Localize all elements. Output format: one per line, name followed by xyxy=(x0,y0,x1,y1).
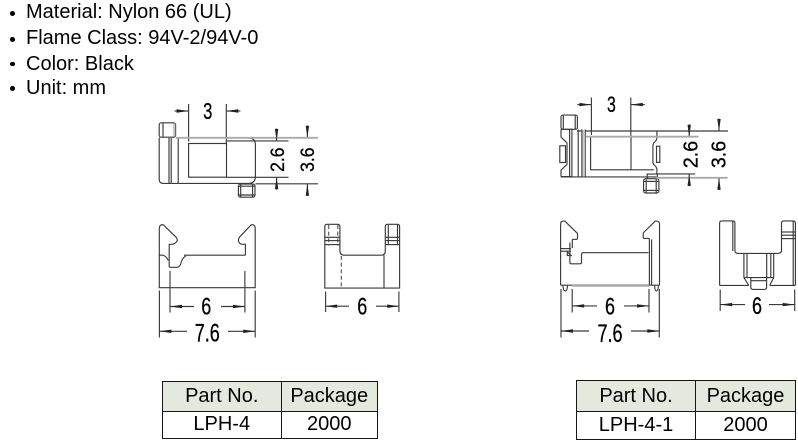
svg-text:7.6: 7.6 xyxy=(597,319,622,348)
svg-text:3: 3 xyxy=(203,99,212,124)
svg-text:2.6: 2.6 xyxy=(680,141,703,168)
svg-text:7.6: 7.6 xyxy=(195,319,220,348)
svg-text:3: 3 xyxy=(607,94,616,118)
svg-text:3.6: 3.6 xyxy=(708,141,731,168)
svg-text:3.6: 3.6 xyxy=(296,147,318,171)
svg-text:6: 6 xyxy=(605,293,615,320)
svg-text:2.6: 2.6 xyxy=(266,147,288,171)
svg-text:6: 6 xyxy=(752,292,762,319)
svg-text:6: 6 xyxy=(201,293,211,320)
svg-text:6: 6 xyxy=(357,293,367,320)
